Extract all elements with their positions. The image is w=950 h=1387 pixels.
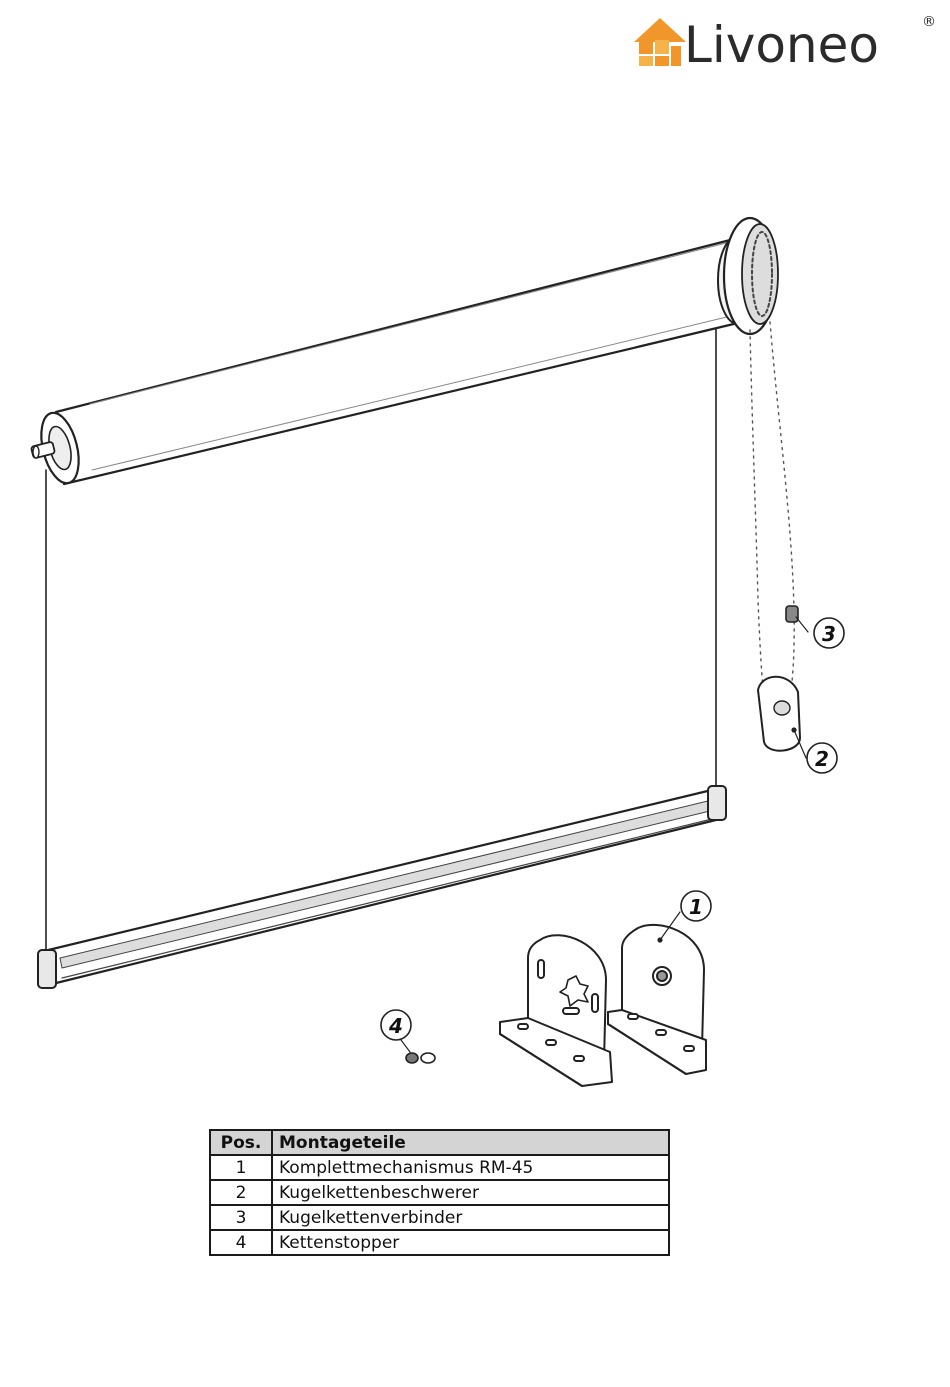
- row-part-name: Kettenstopper: [272, 1230, 669, 1255]
- chain-drive-cap: [718, 218, 778, 334]
- roller-blind-drawing: 1 2 3 4: [0, 180, 950, 1100]
- chain-weight: [758, 677, 800, 751]
- table-row: 3 Kugelkettenverbinder: [210, 1205, 669, 1230]
- roller-tube: [31, 238, 742, 487]
- callout-1-label: 1: [689, 895, 703, 919]
- callout-3: 3: [814, 618, 844, 648]
- row-part-name: Kugelkettenbeschwerer: [272, 1180, 669, 1205]
- ball-chain: [750, 322, 794, 708]
- registered-mark: ®: [922, 14, 936, 30]
- row-pos: 2: [210, 1180, 272, 1205]
- row-pos: 1: [210, 1155, 272, 1180]
- brand-logo: Livoneo ®: [630, 8, 940, 70]
- chain-stoppers: [406, 1053, 435, 1063]
- callout-2-label: 2: [815, 747, 829, 771]
- table-row: 1 Komplettmechanismus RM-45: [210, 1155, 669, 1180]
- callout-2: 2: [807, 743, 837, 773]
- row-part-name: Komplettmechanismus RM-45: [272, 1155, 669, 1180]
- callout-4-label: 4: [388, 1014, 403, 1038]
- table-row: 2 Kugelkettenbeschwerer: [210, 1180, 669, 1205]
- column-header-pos: Pos.: [210, 1130, 272, 1155]
- table-header-row: Pos. Montageteile: [210, 1130, 669, 1155]
- callout-1: 1: [681, 891, 711, 921]
- row-part-name: Kugelkettenverbinder: [272, 1205, 669, 1230]
- parts-table: Pos. Montageteile 1 Komplettmechanismus …: [209, 1129, 670, 1256]
- mounting-bracket-right: [608, 925, 706, 1074]
- row-pos: 3: [210, 1205, 272, 1230]
- callout-3-label: 3: [822, 622, 836, 646]
- column-header-parts: Montageteile: [272, 1130, 669, 1155]
- row-pos: 4: [210, 1230, 272, 1255]
- house-logo-icon: [634, 18, 686, 66]
- chain-connector: [786, 606, 798, 622]
- table-row: 4 Kettenstopper: [210, 1230, 669, 1255]
- mounting-bracket-left: [500, 935, 612, 1086]
- brand-name: Livoneo: [684, 16, 879, 70]
- callout-4: 4: [381, 1010, 411, 1040]
